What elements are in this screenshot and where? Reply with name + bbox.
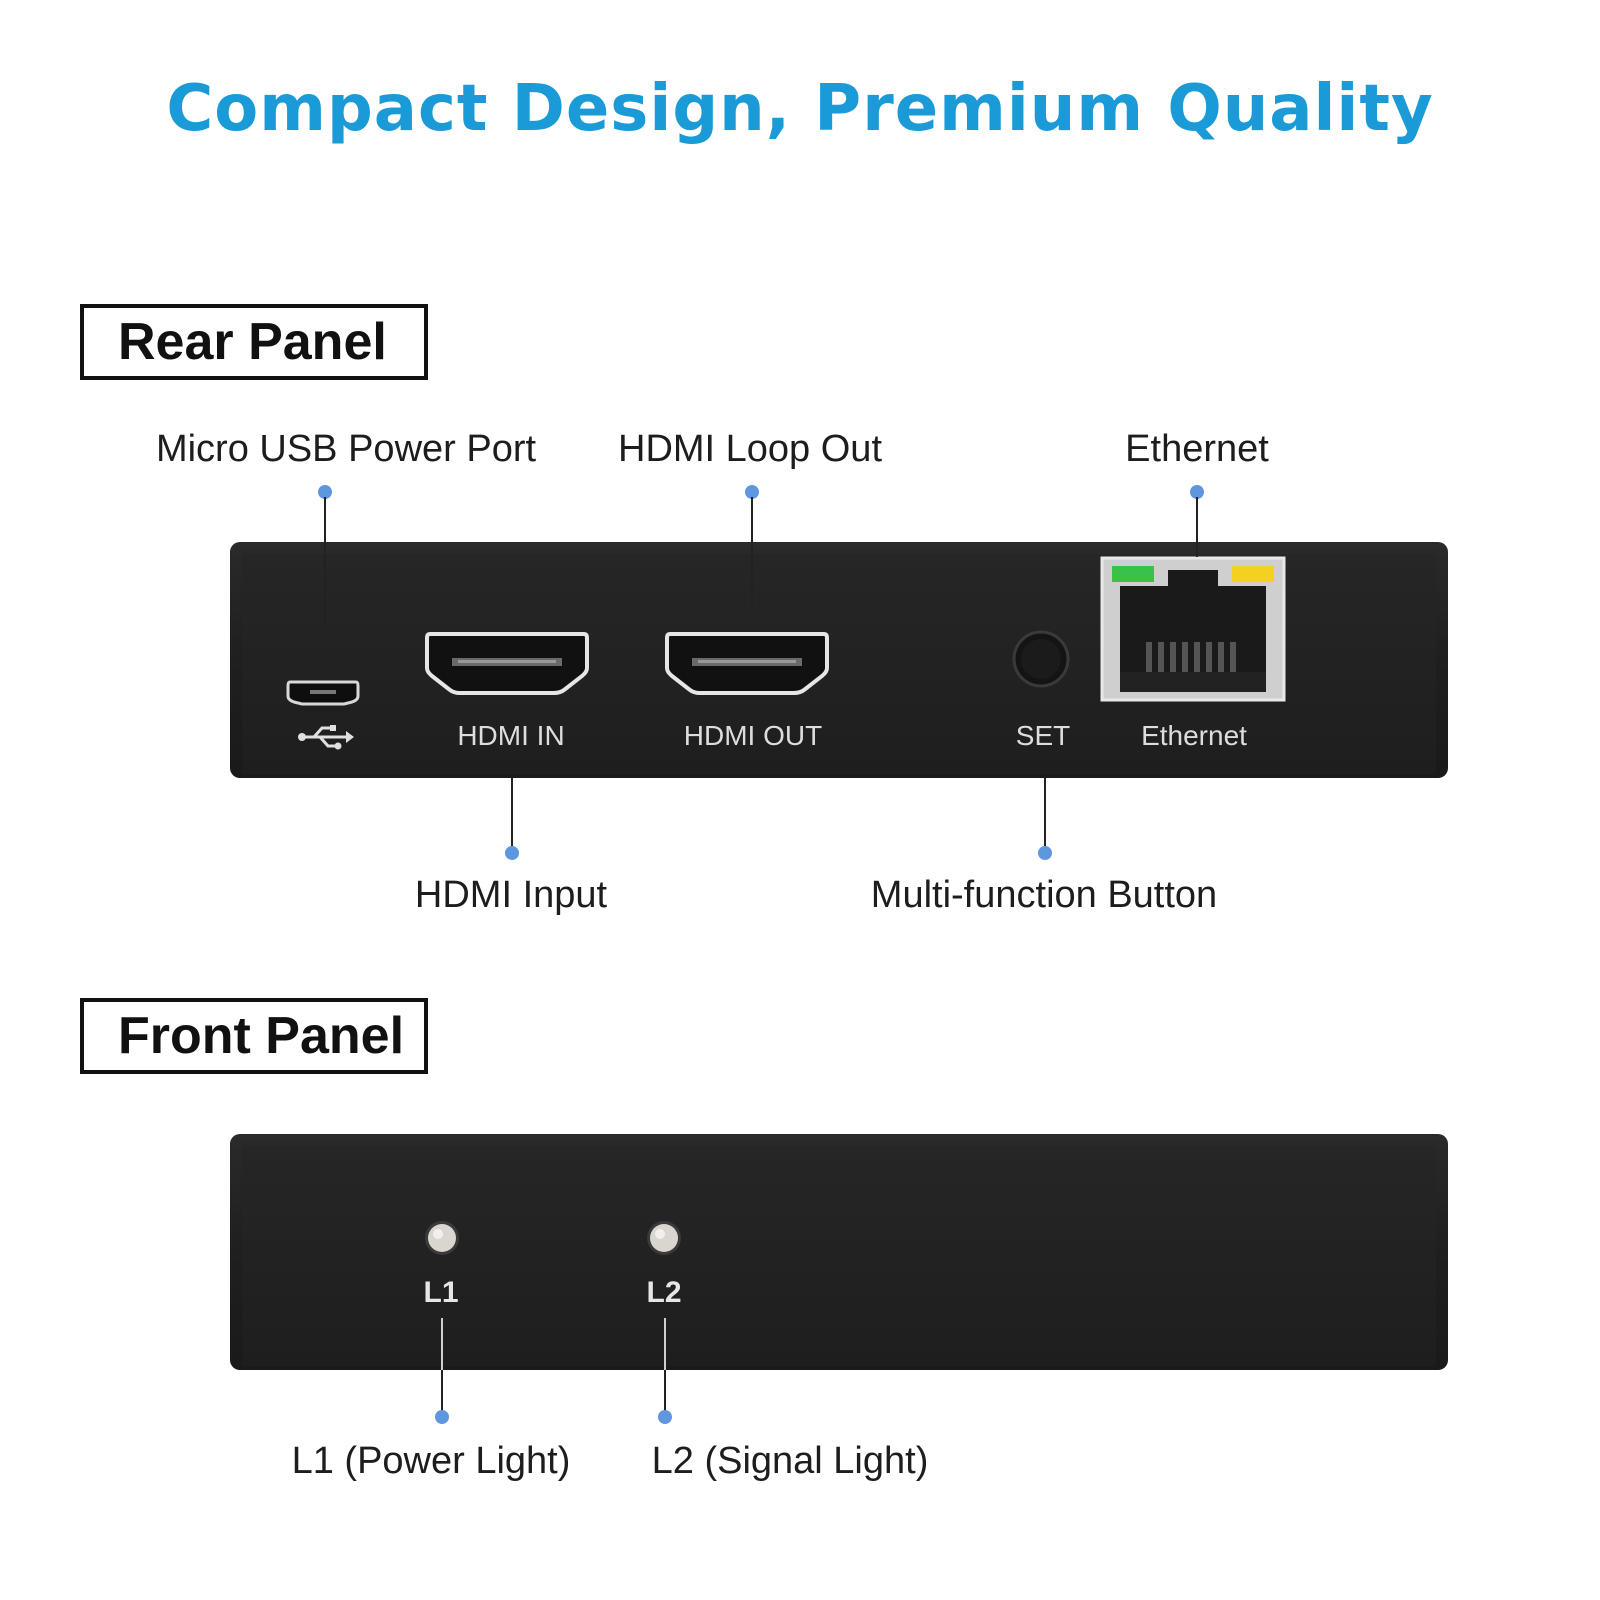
led-label-l1: L1	[423, 1276, 459, 1309]
leader-multi-button	[1044, 778, 1046, 846]
micro-usb-port	[286, 678, 360, 706]
callout-hdmi-input: HDMI Input	[414, 874, 608, 916]
leader-ethernet	[1196, 497, 1198, 557]
usb-icon	[296, 724, 354, 750]
callout-dot-multi-button	[1038, 846, 1052, 860]
callout-hdmi-loop-out: HDMI Loop Out	[618, 428, 882, 470]
set-button	[1012, 630, 1070, 688]
label-hdmi-out: HDMI OUT	[683, 720, 823, 751]
label-set: SET	[1015, 720, 1071, 751]
callout-dot-usb	[318, 485, 332, 499]
leader-l1-inner	[441, 1318, 443, 1370]
callout-l1-power-light: L1 (Power Light)	[291, 1440, 571, 1482]
front-panel-face	[242, 1146, 1436, 1366]
front-panel-title-text: Front Panel	[118, 1007, 405, 1065]
callout-dot-l1	[435, 1410, 449, 1424]
callout-micro-usb: Micro USB Power Port	[155, 428, 537, 470]
callout-multi-function-button: Multi-function Button	[870, 874, 1218, 916]
callout-dot-ethernet	[1190, 485, 1204, 499]
leader-hdmi-loop	[751, 497, 753, 615]
label-ethernet-printed: Ethernet	[1141, 720, 1247, 751]
headline: Compact Design, Premium Quality	[166, 72, 1434, 146]
rear-panel-title-text: Rear Panel	[118, 313, 387, 371]
leader-l1	[441, 1370, 443, 1414]
callout-dot-hdmi-input	[505, 846, 519, 860]
leader-l2-inner	[664, 1318, 666, 1370]
led-label-l2: L2	[646, 1276, 682, 1309]
led-l1	[424, 1220, 460, 1256]
ethernet-port	[1100, 556, 1286, 702]
leader-hdmi-input	[511, 778, 513, 846]
callout-l2-signal-light: L2 (Signal Light)	[651, 1440, 929, 1482]
leader-l2	[664, 1370, 666, 1414]
front-panel-title: Front Panel	[80, 998, 428, 1074]
led-l2	[646, 1220, 682, 1256]
label-hdmi-in: HDMI IN	[457, 720, 565, 751]
hdmi-out-port	[664, 630, 830, 696]
callout-dot-hdmi-loop	[745, 485, 759, 499]
leader-usb	[324, 497, 326, 663]
front-panel-device	[230, 1134, 1448, 1370]
callout-dot-l2	[658, 1410, 672, 1424]
hdmi-in-port	[424, 630, 590, 696]
callout-ethernet: Ethernet	[1125, 428, 1269, 470]
rear-panel-title: Rear Panel	[80, 304, 428, 380]
